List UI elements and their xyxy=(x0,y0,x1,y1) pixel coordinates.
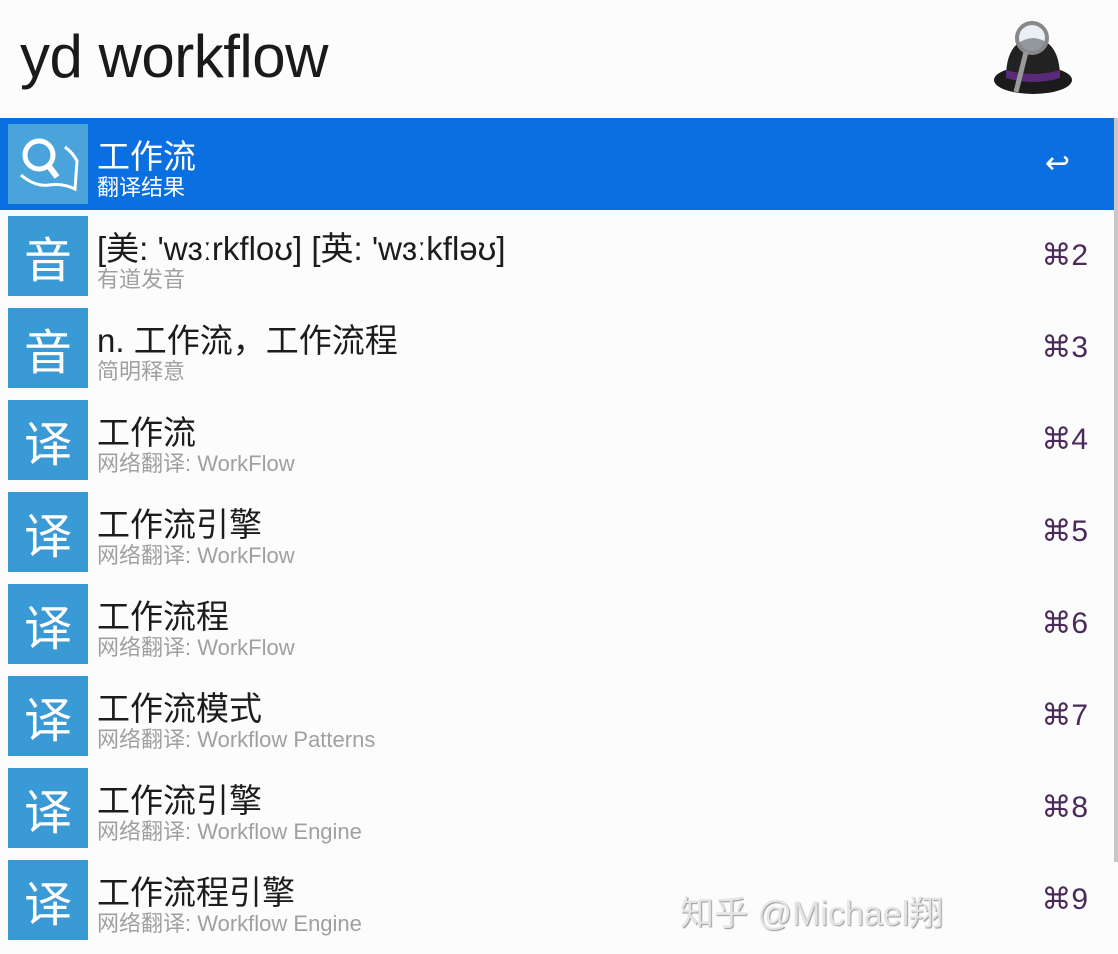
result-title: 工作流引擎 xyxy=(97,782,262,819)
search-bar[interactable]: yd workflow xyxy=(0,0,1118,118)
result-title: 工作流模式 xyxy=(97,690,262,727)
result-subtitle: 网络翻译: WorkFlow xyxy=(97,635,295,660)
shortcut-label: ⌘6 xyxy=(1041,607,1088,640)
result-title: 工作流 xyxy=(97,414,196,451)
result-item[interactable]: 译工作流引擎网络翻译: WorkFlow ⌘5 xyxy=(0,486,1114,578)
watermark: 知乎 @Michael翔 xyxy=(680,895,944,933)
result-title: 工作流引擎 xyxy=(97,506,262,543)
result-subtitle: 网络翻译: Workflow Patterns xyxy=(97,727,376,752)
result-title: n. 工作流，工作流程 xyxy=(97,322,398,359)
shortcut-label: ⌘5 xyxy=(1041,515,1088,548)
result-title: 工作流 xyxy=(97,138,196,175)
alfred-hat-logo-icon xyxy=(994,21,1072,94)
result-title: [美: 'wɜːrkfloʊ] [英: 'wɜːkfləʊ] xyxy=(97,230,506,267)
result-item[interactable]: 译工作流网络翻译: WorkFlow ⌘4 xyxy=(0,394,1114,486)
shortcut-label: ⌘2 xyxy=(1041,239,1088,272)
result-item[interactable]: 译工作流引擎网络翻译: Workflow Engine ⌘8 xyxy=(0,762,1114,854)
shortcut-label: ↩ xyxy=(1044,147,1070,180)
shortcut-label: ⌘8 xyxy=(1041,791,1088,824)
dictionary-search-icon xyxy=(8,124,88,204)
pronunciation-icon: 音 xyxy=(8,308,88,388)
result-title: 工作流程引擎 xyxy=(97,874,295,911)
shortcut-label: ⌘9 xyxy=(1041,883,1088,916)
translation-icon: 译 xyxy=(8,492,88,572)
result-subtitle: 翻译结果 xyxy=(97,175,186,200)
result-subtitle: 有道发音 xyxy=(97,267,186,292)
shortcut-label: ⌘4 xyxy=(1041,423,1088,456)
translation-icon: 译 xyxy=(8,768,88,848)
translation-icon: 译 xyxy=(8,676,88,756)
result-item[interactable]: 译工作流程引擎网络翻译: Workflow Engine ⌘9 xyxy=(0,854,1114,946)
result-item[interactable]: 工作流翻译结果 ↩ xyxy=(0,118,1114,210)
result-subtitle: 简明释意 xyxy=(97,359,186,384)
translation-icon: 译 xyxy=(8,860,88,940)
shortcut-label: ⌘3 xyxy=(1041,331,1088,364)
result-item[interactable]: 译工作流模式网络翻译: Workflow Patterns ⌘7 xyxy=(0,670,1114,762)
result-item[interactable]: 译工作流程网络翻译: WorkFlow ⌘6 xyxy=(0,578,1114,670)
result-item[interactable]: 音[美: 'wɜːrkfloʊ] [英: 'wɜːkfləʊ]有道发音 ⌘2 xyxy=(0,210,1114,302)
result-subtitle: 网络翻译: WorkFlow xyxy=(97,451,295,476)
result-subtitle: 网络翻译: Workflow Engine xyxy=(97,911,362,936)
result-subtitle: 网络翻译: Workflow Engine xyxy=(97,819,362,844)
shortcut-label: ⌘7 xyxy=(1041,699,1088,732)
result-subtitle: 网络翻译: WorkFlow xyxy=(97,543,295,568)
search-input[interactable]: yd workflow xyxy=(20,23,328,90)
translation-icon: 译 xyxy=(8,584,88,664)
scrollbar[interactable] xyxy=(1114,118,1118,862)
results-list: 工作流翻译结果↩音[美: 'wɜːrkfloʊ] [英: 'wɜːkfləʊ]有… xyxy=(0,118,1114,946)
result-title: 工作流程 xyxy=(97,598,229,635)
translation-icon: 译 xyxy=(8,400,88,480)
pronunciation-icon: 音 xyxy=(8,216,88,296)
